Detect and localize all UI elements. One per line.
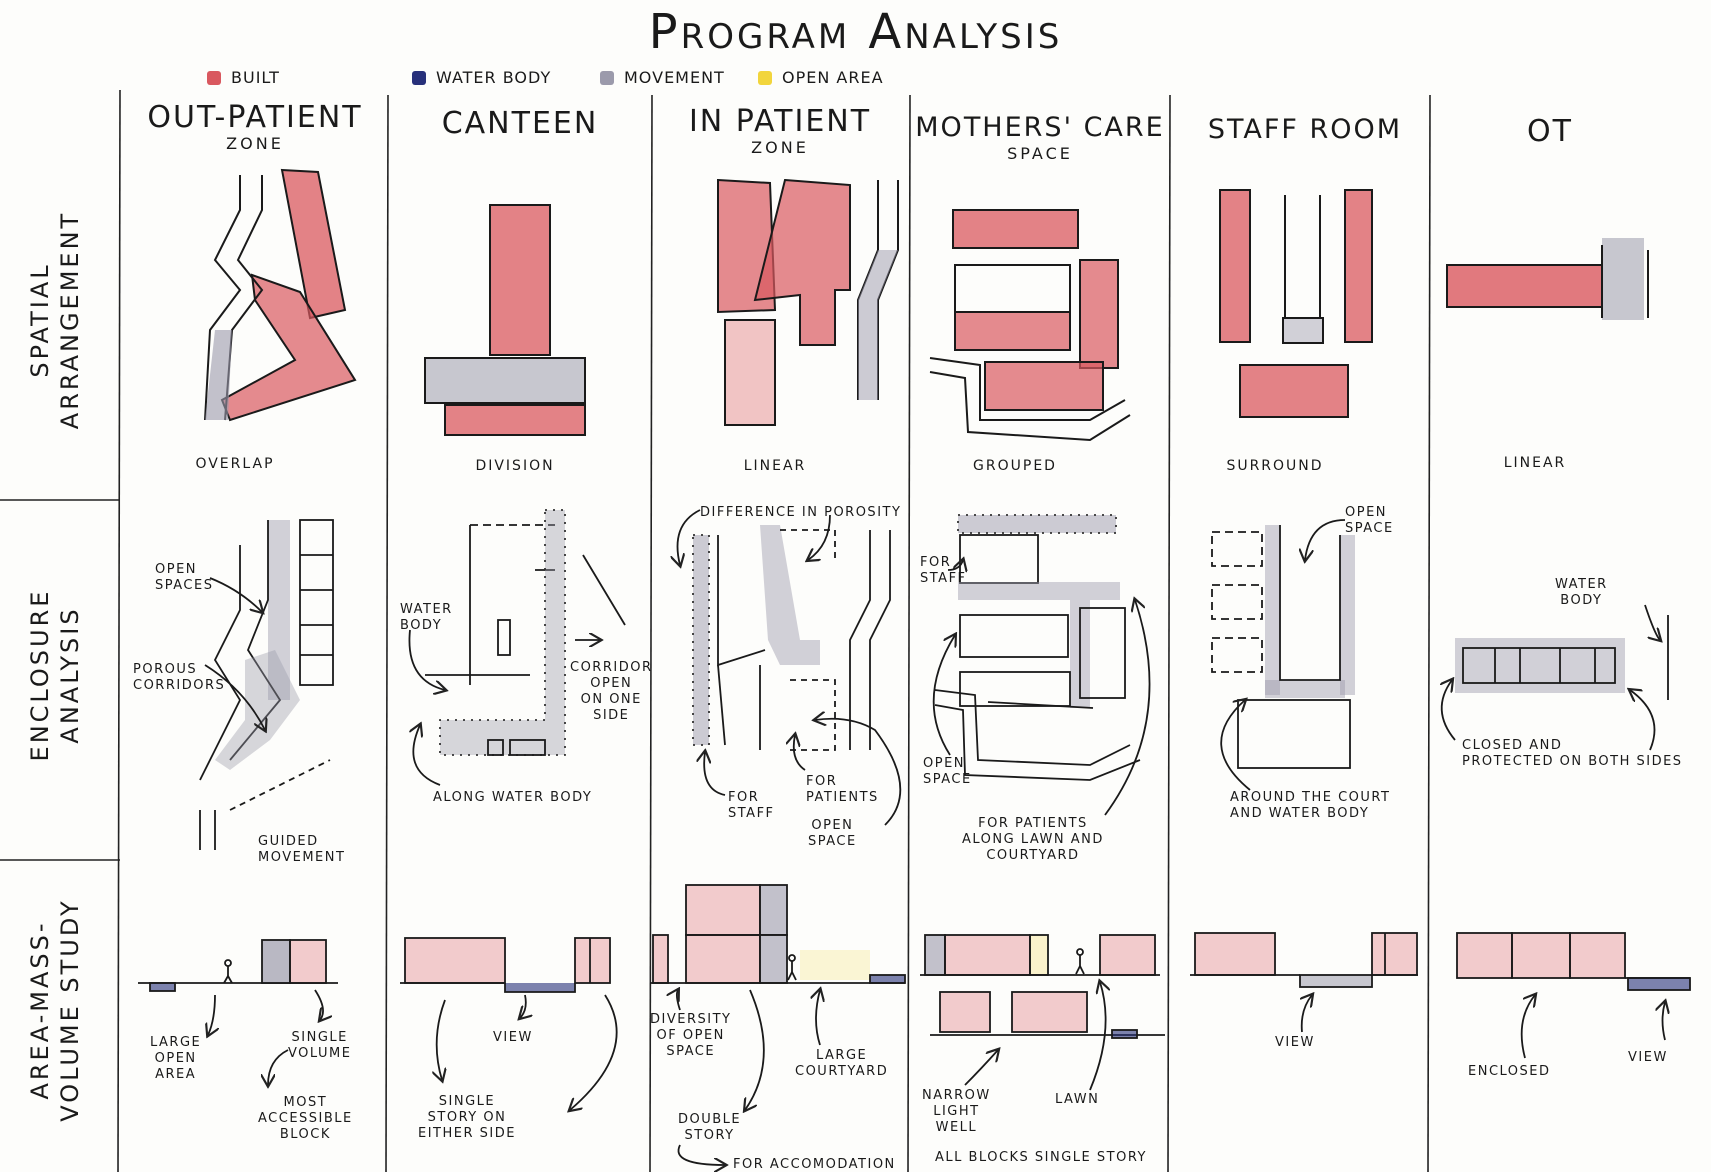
enclosure-outpatient bbox=[199, 519, 334, 850]
note-most-accessible: MOST ACCESSIBLE BLOCK bbox=[258, 1095, 353, 1142]
spatial-ot bbox=[1446, 238, 1649, 320]
water-swatch bbox=[412, 70, 426, 85]
enclosure-inpatient bbox=[678, 509, 902, 826]
note-water-body-canteen: WATER BODY bbox=[400, 602, 453, 633]
note-open-spaces: OPEN SPACES bbox=[155, 562, 214, 593]
note-for-patients-inpatient: FOR PATIENTS bbox=[806, 774, 879, 805]
legend-water-label: WATER BODY bbox=[436, 68, 552, 87]
enclosure-mothers bbox=[932, 514, 1151, 816]
legend-open: OPEN AREA bbox=[758, 68, 884, 87]
enclosure-ot bbox=[1442, 604, 1669, 751]
note-large-courtyard: LARGE COURTYARD bbox=[795, 1048, 889, 1079]
caption-linear-inpatient: LINEAR bbox=[743, 458, 807, 474]
note-view-ot: VIEW bbox=[1628, 1050, 1668, 1065]
column-header-mothers: MOTHERS' CARE SPACE bbox=[910, 112, 1170, 162]
note-corridor-open: CORRIDOR OPEN ON ONE SIDE bbox=[570, 660, 653, 723]
column-header-outpatient: OUT-PATIENT ZONE bbox=[130, 102, 380, 152]
note-enclosed: ENCLOSED bbox=[1468, 1064, 1551, 1079]
legend-open-label: OPEN AREA bbox=[782, 68, 884, 87]
legend-water: WATER BODY bbox=[412, 68, 551, 87]
outpatient-subtitle: ZONE bbox=[226, 134, 284, 153]
volume-outpatient bbox=[138, 939, 338, 1085]
sheet-title: Program Analysis bbox=[648, 4, 1063, 60]
built-swatch bbox=[207, 70, 221, 85]
caption-overlap: OVERLAP bbox=[195, 456, 275, 472]
note-closed-protected: CLOSED AND PROTECTED ON BOTH SIDES bbox=[1462, 738, 1683, 769]
legend-built-label: BUILT bbox=[231, 68, 280, 87]
column-header-canteen: CANTEEN bbox=[400, 108, 640, 140]
ot-title: OT bbox=[1527, 114, 1573, 149]
note-water-body-ot: WATER BODY bbox=[1555, 577, 1608, 608]
note-for-staff-mothers: FOR STAFF bbox=[920, 555, 967, 586]
caption-division: DIVISION bbox=[475, 458, 555, 474]
caption-linear-ot: LINEAR bbox=[1503, 455, 1567, 471]
volume-staff bbox=[1190, 932, 1418, 1033]
spatial-canteen bbox=[424, 204, 586, 436]
note-diversity-open: DIVERSITY OF OPEN SPACE bbox=[650, 1012, 732, 1059]
legend-movement: MOVEMENT bbox=[600, 68, 725, 87]
note-double-story: DOUBLE STORY bbox=[678, 1112, 742, 1143]
note-open-space-inpatient: OPEN SPACE bbox=[808, 818, 857, 849]
note-difference-porosity: DIFFERENCE IN POROSITY bbox=[700, 505, 902, 520]
spatial-staff bbox=[1219, 189, 1373, 418]
caption-grouped: GROUPED bbox=[973, 458, 1057, 474]
note-single-story: SINGLE STORY ON EITHER SIDE bbox=[418, 1094, 516, 1141]
spatial-outpatient bbox=[204, 168, 357, 422]
legend-built: BUILT bbox=[207, 68, 280, 87]
inpatient-subtitle: ZONE bbox=[751, 138, 809, 157]
open-area-swatch bbox=[758, 70, 772, 85]
canteen-title: CANTEEN bbox=[441, 106, 599, 141]
inpatient-title: IN PATIENT bbox=[688, 104, 872, 139]
spatial-inpatient bbox=[717, 178, 899, 426]
note-porous-corridors: POROUS CORRIDORS bbox=[133, 662, 226, 693]
note-open-space-staff: OPEN SPACE bbox=[1345, 505, 1394, 536]
note-open-space-mothers: OPEN SPACE bbox=[923, 756, 972, 787]
mothers-title: MOTHERS' CARE bbox=[915, 112, 1165, 143]
spatial-mothers bbox=[929, 209, 1131, 442]
caption-surround: SURROUND bbox=[1226, 458, 1324, 474]
note-lawn: LAWN bbox=[1055, 1092, 1100, 1107]
outpatient-title: OUT-PATIENT bbox=[147, 100, 363, 135]
note-around-court: AROUND THE COURT AND WATER BODY bbox=[1230, 790, 1391, 821]
mothers-subtitle: SPACE bbox=[1007, 144, 1073, 163]
enclosure-staff bbox=[1211, 519, 1355, 791]
note-view-staff: VIEW bbox=[1275, 1035, 1315, 1050]
volume-mothers bbox=[920, 934, 1165, 1091]
movement-swatch bbox=[600, 70, 614, 85]
note-along-water-body: ALONG WATER BODY bbox=[433, 790, 593, 805]
column-header-ot: OT bbox=[1440, 116, 1660, 148]
staff-title: STAFF ROOM bbox=[1207, 114, 1403, 145]
note-large-open-area: LARGE OPEN AREA bbox=[150, 1035, 202, 1082]
volume-inpatient bbox=[650, 884, 906, 1165]
grid-lines bbox=[0, 89, 1431, 1172]
note-single-volume: SINGLE VOLUME bbox=[288, 1030, 352, 1061]
column-header-staff: STAFF ROOM bbox=[1180, 114, 1430, 146]
note-all-blocks-single: ALL BLOCKS SINGLE STORY bbox=[935, 1150, 1147, 1165]
volume-canteen bbox=[400, 937, 618, 1110]
note-narrow-light-well: NARROW LIGHT WELL bbox=[922, 1088, 991, 1135]
legend-movement-label: MOVEMENT bbox=[624, 68, 725, 87]
note-for-accomodation: FOR ACCOMODATION bbox=[733, 1157, 896, 1172]
enclosure-canteen bbox=[408, 509, 626, 786]
volume-ot bbox=[1456, 932, 1691, 1059]
note-view-canteen: VIEW bbox=[493, 1030, 533, 1045]
note-for-patients-mothers: FOR PATIENTS ALONG LAWN AND COURTYARD bbox=[962, 816, 1104, 863]
note-for-staff-inpatient: FOR STAFF bbox=[728, 790, 775, 821]
column-header-inpatient: IN PATIENT ZONE bbox=[655, 106, 905, 156]
note-guided-movement: GUIDED MOVEMENT bbox=[258, 834, 346, 865]
